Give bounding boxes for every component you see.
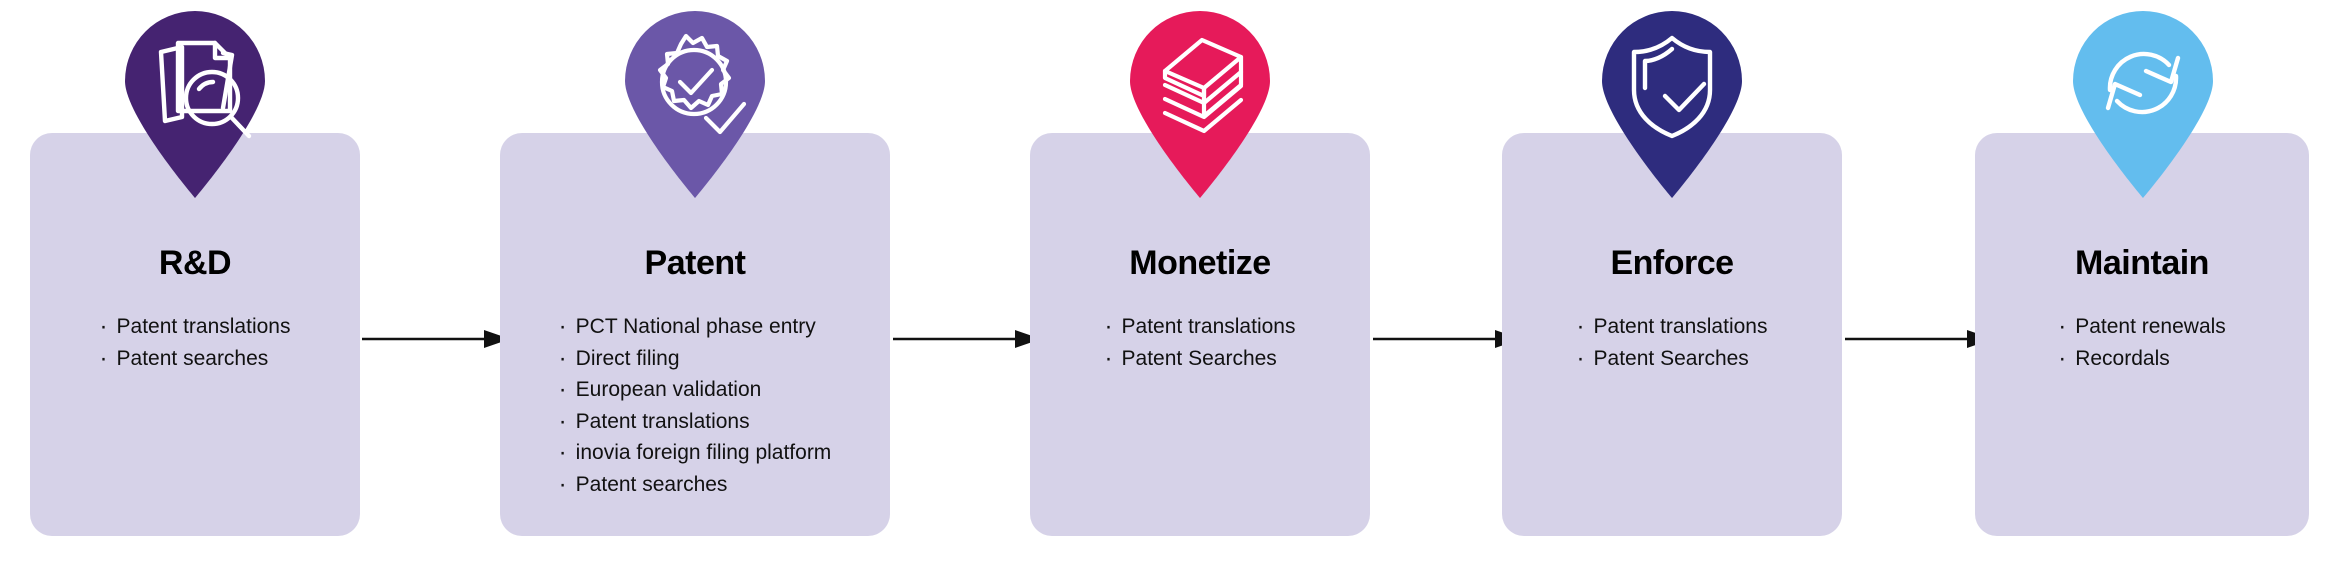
stage-pin-enforce <box>1597 10 1747 198</box>
stage-title-patent: Patent <box>644 244 746 282</box>
arrow-patent-to-monetize <box>893 327 1041 351</box>
list-item: Patent Searches <box>1105 342 1296 376</box>
stage-pin-monetize <box>1125 10 1275 198</box>
documents-search-icon <box>158 40 252 139</box>
list-item: Direct filing <box>559 342 832 376</box>
stage-title-monetize: Monetize <box>1129 244 1271 282</box>
list-item: PCT National phase entry <box>559 310 832 344</box>
stage-card-patent[interactable]: Patent PCT National phase entry Direct f… <box>500 133 890 536</box>
shield-check-icon <box>1631 35 1713 139</box>
stage-items-patent: PCT National phase entry Direct filing E… <box>500 310 890 502</box>
stage-items-enforce: Patent translations Patent Searches <box>1502 310 1842 376</box>
stage-card-monetize[interactable]: Monetize Patent translations Patent Sear… <box>1030 133 1370 536</box>
stage-card-rd[interactable]: R&D Patent translations Patent searches <box>30 133 360 536</box>
stage-items-monetize: Patent translations Patent Searches <box>1030 310 1370 376</box>
arrow-rd-to-patent <box>362 327 510 351</box>
list-item: European validation <box>559 373 832 407</box>
stage-title-enforce: Enforce <box>1610 244 1734 282</box>
stage-items-maintain: Patent renewals Recordals <box>1975 310 2309 376</box>
list-item: Patent translations <box>100 310 291 344</box>
arrow-enforce-to-maintain <box>1845 327 1993 351</box>
list-item: Patent renewals <box>2058 310 2226 344</box>
money-stack-icon <box>1162 37 1244 134</box>
list-item: Patent translations <box>1105 310 1296 344</box>
list-item: Patent translations <box>559 405 832 439</box>
arrow-monetize-to-enforce <box>1373 327 1521 351</box>
list-item: inovia foreign filing platform <box>559 436 832 470</box>
list-item: Patent searches <box>559 468 832 502</box>
stage-title-maintain: Maintain <box>2075 244 2209 282</box>
certified-badge-check-icon <box>657 33 747 135</box>
stage-pin-rd <box>120 10 270 198</box>
refresh-sync-icon <box>2105 51 2181 115</box>
stage-title-rd: R&D <box>158 244 232 282</box>
list-item: Recordals <box>2058 342 2226 376</box>
stage-card-maintain[interactable]: Maintain Patent renewals Recordals <box>1975 133 2309 536</box>
stage-pin-maintain <box>2068 10 2218 198</box>
stage-card-enforce[interactable]: Enforce Patent translations Patent Searc… <box>1502 133 1842 536</box>
list-item: Patent translations <box>1577 310 1768 344</box>
stage-items-rd: Patent translations Patent searches <box>30 310 360 376</box>
list-item: Patent Searches <box>1577 342 1768 376</box>
list-item: Patent searches <box>100 342 291 376</box>
stage-pin-patent <box>620 10 770 198</box>
